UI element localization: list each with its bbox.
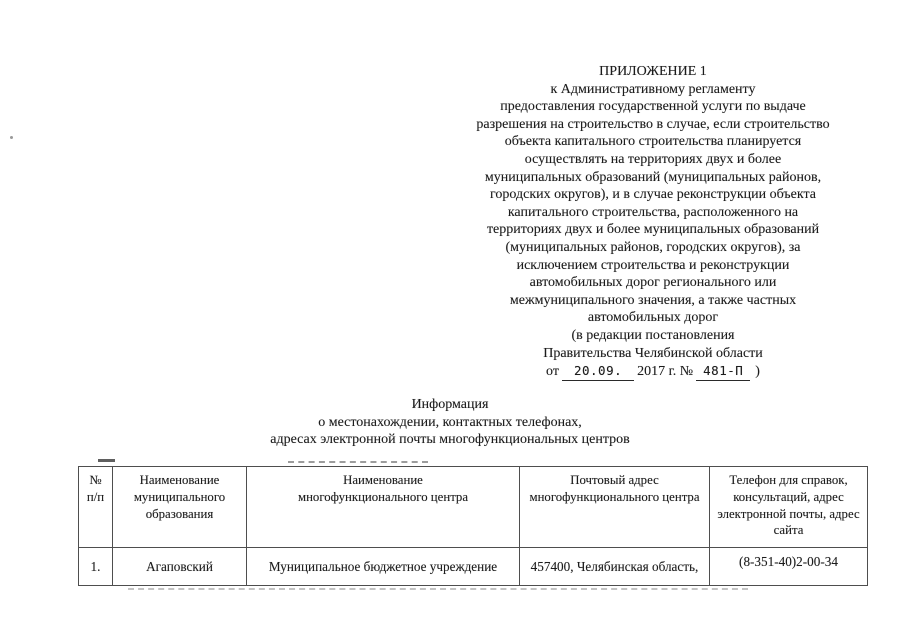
info-title-line: о местонахождении, контактных телефонах, (318, 414, 582, 430)
header-date-line: от 20.09. 2017 г. № 481-П) (428, 363, 878, 382)
header-line: территориях двух и более муниципальных о… (486, 222, 820, 238)
header-line: (муниципальных районов, городских округо… (505, 239, 801, 255)
header-line: объекта капитального строительства плани… (504, 134, 802, 150)
header-line: исключением строительства и реконструкци… (516, 257, 790, 273)
date-blank-underline: 20.09. (561, 363, 635, 382)
header-line: Правительства Челябинской области (543, 345, 763, 361)
cell-phone: (8-351-40)2-00-34 (709, 547, 868, 586)
date-prefix: от (546, 364, 559, 380)
cell-municipality: Агаповский (112, 547, 247, 586)
header-line: автомобильных дорог регионального или (529, 275, 777, 291)
number-blank-underline: 481-П (696, 363, 751, 382)
stamped-number: 481-П (703, 363, 744, 379)
header-line: осуществлять на территориях двух и более (524, 151, 782, 167)
appendix-title: ПРИЛОЖЕНИЕ 1 (599, 64, 707, 79)
col-header-num: № п/п (78, 466, 113, 548)
col-header-postal-address: Почтовый адрес многофункционального цент… (519, 466, 710, 548)
col-header-phone: Телефон для справок, консультаций, адрес… (709, 466, 868, 548)
info-title-line: адресах электронной почты многофункциона… (270, 432, 630, 448)
table-row: 1. Агаповский Муниципальное бюджетное уч… (78, 547, 868, 586)
header-line: городских округов), и в случае реконстру… (490, 187, 816, 203)
table-header-row: № п/п Наименование муниципального образо… (78, 466, 868, 548)
header-line: муниципальных образований (муниципальных… (484, 169, 822, 185)
scan-smudge-artifact (128, 588, 748, 590)
header-line: к Административному регламенту (550, 81, 756, 97)
header-line: межмуниципального значения, а также част… (509, 292, 797, 308)
mfc-info-table: № п/п Наименование муниципального образо… (78, 466, 868, 586)
cell-center-name: Муниципальное бюджетное учреждение (246, 547, 520, 586)
info-title-block: Информация о местонахождении, контактных… (88, 396, 812, 449)
header-line: (в редакции постановления (571, 327, 735, 343)
header-line: капитального строительства, расположенно… (507, 204, 799, 220)
header-line: разрешения на строительство в случае, ес… (476, 116, 830, 132)
cell-num: 1. (78, 547, 113, 586)
date-middle: 2017 г. № (637, 364, 694, 380)
scan-smudge-artifact (288, 461, 428, 463)
date-suffix: ) (755, 364, 760, 380)
info-title-line: Информация (411, 397, 489, 412)
appendix-header-block: ПРИЛОЖЕНИЕ 1 к Административному регламе… (428, 63, 878, 382)
scan-smudge-artifact (98, 459, 115, 462)
stamped-date: 20.09. (573, 363, 623, 379)
header-line: автомобильных дорог (587, 310, 719, 326)
cell-postal-address: 457400, Челябинская область, (519, 547, 710, 586)
col-header-center-name: Наименование многофункционального центра (246, 466, 520, 548)
col-header-municipality: Наименование муниципального образования (112, 466, 247, 548)
header-line: предоставления государственной услуги по… (500, 99, 806, 115)
scan-speck-artifact (10, 136, 13, 139)
